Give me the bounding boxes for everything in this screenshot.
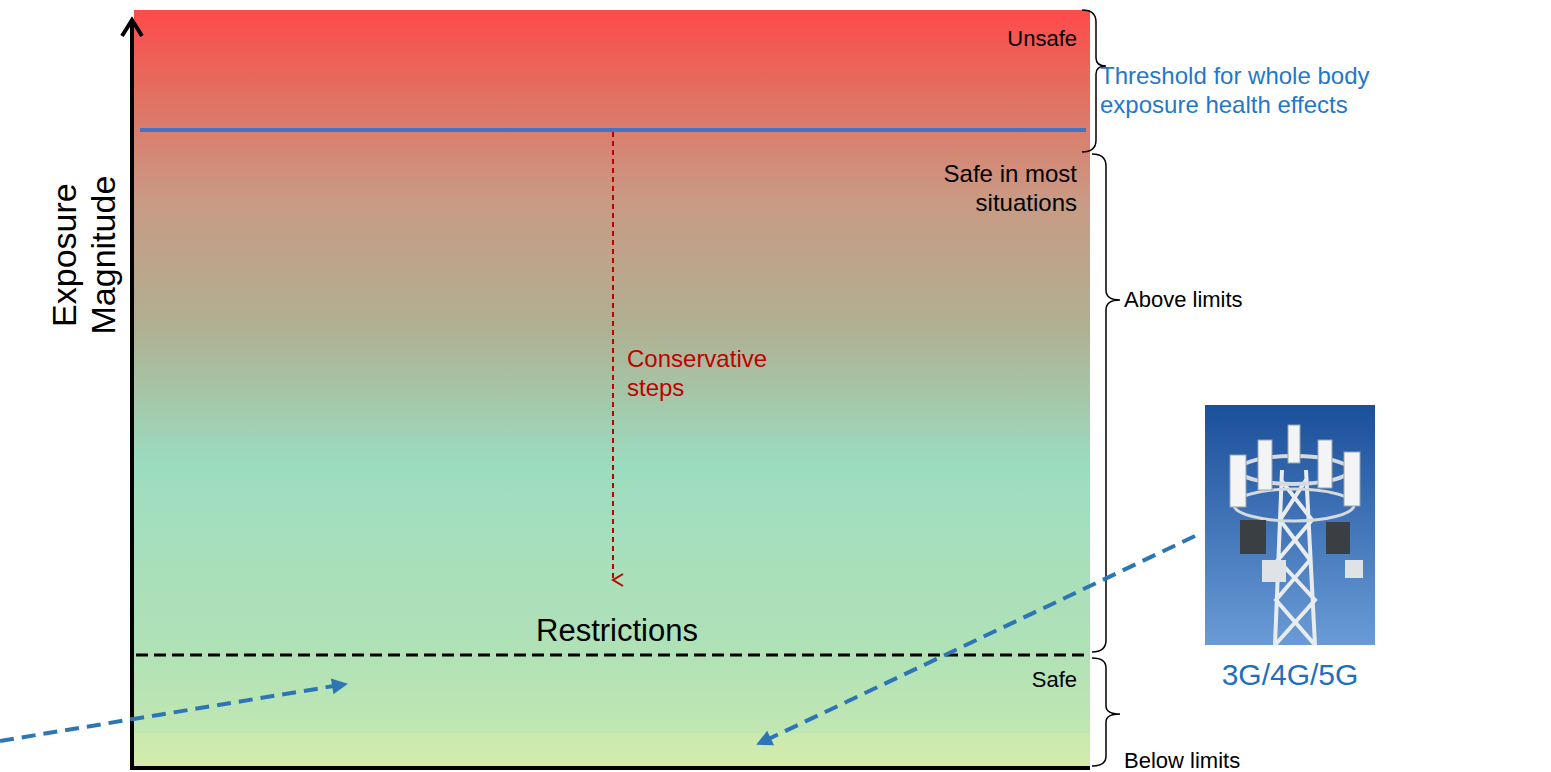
pointer-arrow	[758, 536, 1195, 744]
cell-tower-photo	[1205, 405, 1375, 645]
limit-label: Below limits	[1124, 748, 1294, 772]
limit-label: Above limits	[1124, 287, 1294, 313]
zone-label: Safe in most situations	[880, 160, 1077, 218]
threshold-label: Threshold for whole body exposure health…	[1100, 62, 1390, 120]
threshold-line	[140, 128, 1086, 132]
y-axis	[130, 22, 134, 770]
zone-label: Safe	[950, 667, 1077, 693]
restriction-label: Restrictions	[487, 612, 747, 649]
band-shade	[134, 480, 1090, 733]
zone-label: Unsafe	[900, 26, 1077, 52]
axis-arrowhead	[122, 20, 142, 36]
x-axis	[132, 766, 1090, 770]
conservative-arrow	[612, 132, 614, 580]
step-label: Conservative steps	[627, 345, 807, 403]
technology-label: 3G/4G/5G	[1205, 657, 1375, 693]
brace	[1092, 658, 1120, 766]
pointer-arrow	[0, 684, 346, 741]
axis-title: Exposure Magnitude	[45, 165, 123, 345]
